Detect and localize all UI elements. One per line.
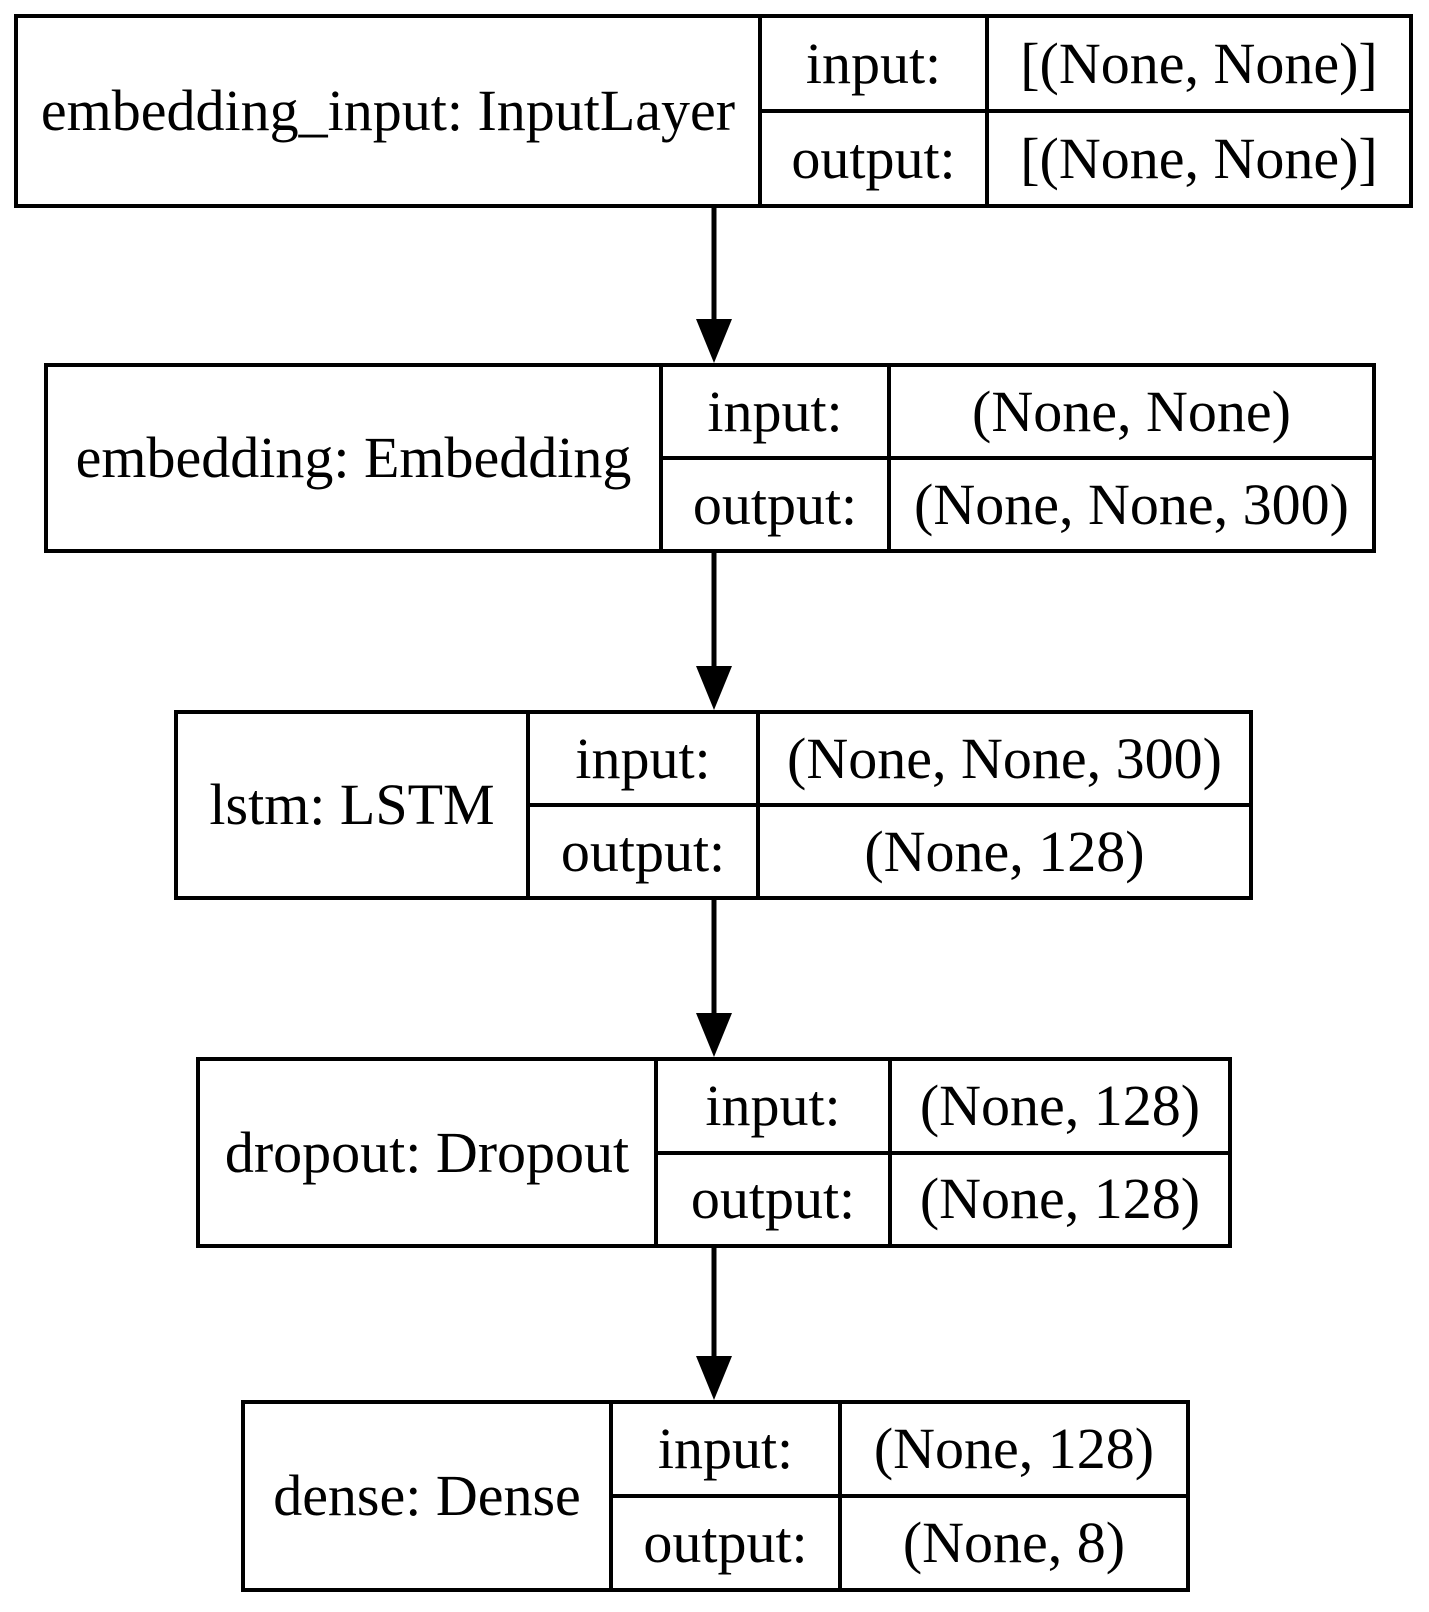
layer-name: embedding_input: InputLayer	[18, 18, 762, 204]
arrowhead-icon	[696, 1013, 732, 1057]
arrowhead-icon	[696, 1356, 732, 1400]
layer-node-dense: dense: Dense input: (None, 128) output: …	[241, 1400, 1190, 1592]
edge-arrow-lstm-to-dropout	[696, 900, 732, 1057]
input-row: input: (None, None, 300)	[530, 714, 1249, 803]
edge-arrow-embedding-to-lstm	[696, 553, 732, 710]
layer-name: lstm: LSTM	[178, 714, 530, 896]
output-row: output: (None, 8)	[613, 1494, 1186, 1588]
input-row: input: (None, 128)	[658, 1061, 1228, 1151]
input-shape: (None, None, 300)	[787, 725, 1222, 791]
layer-node-embedding-input: embedding_input: InputLayer input: [(Non…	[14, 14, 1413, 208]
layer-node-embedding: embedding: Embedding input: (None, None)…	[44, 363, 1376, 553]
io-table: input: (None, 128) output: (None, 8)	[613, 1404, 1186, 1588]
input-shape: (None, 128)	[919, 1072, 1201, 1138]
output-label: output:	[613, 1498, 842, 1588]
output-row: output: [(None, None)]	[762, 109, 1409, 204]
input-shape: (None, None)	[972, 378, 1291, 444]
input-label: input:	[762, 18, 989, 109]
input-shape: [(None, None)]	[1020, 30, 1378, 96]
input-row: input: (None, None)	[663, 367, 1372, 456]
output-shape: [(None, None)]	[1020, 125, 1378, 191]
output-row: output: (None, 128)	[530, 803, 1249, 896]
output-shape: (None, 8)	[902, 1510, 1126, 1575]
output-label: output:	[658, 1154, 892, 1244]
arrowhead-icon	[696, 319, 732, 363]
io-table: input: (None, 128) output: (None, 128)	[658, 1061, 1228, 1244]
input-label: input:	[658, 1061, 892, 1151]
input-shape: (None, 128)	[873, 1416, 1155, 1481]
output-shape: (None, 128)	[919, 1166, 1201, 1232]
layer-name: dense: Dense	[245, 1404, 613, 1588]
io-table: input: (None, None, 300) output: (None, …	[530, 714, 1249, 896]
input-label: input:	[530, 714, 760, 803]
input-row: input: (None, 128)	[613, 1404, 1186, 1494]
output-label: output:	[530, 807, 760, 896]
io-table: input: (None, None) output: (None, None,…	[663, 367, 1372, 549]
input-label: input:	[613, 1404, 842, 1494]
output-shape: (None, None, 300)	[914, 471, 1349, 537]
layer-node-dropout: dropout: Dropout input: (None, 128) outp…	[196, 1057, 1232, 1248]
output-label: output:	[762, 113, 989, 204]
input-label: input:	[663, 367, 891, 456]
output-row: output: (None, 128)	[658, 1150, 1228, 1244]
output-shape: (None, 128)	[864, 818, 1145, 884]
layer-name: embedding: Embedding	[48, 367, 663, 549]
io-table: input: [(None, None)] output: [(None, No…	[762, 18, 1409, 204]
layer-name: dropout: Dropout	[200, 1061, 658, 1244]
edge-arrow-input-to-embedding	[696, 208, 732, 363]
input-row: input: [(None, None)]	[762, 18, 1409, 109]
edge-arrow-dropout-to-dense	[696, 1248, 732, 1400]
output-label: output:	[663, 460, 891, 549]
output-row: output: (None, None, 300)	[663, 456, 1372, 549]
layer-node-lstm: lstm: LSTM input: (None, None, 300) outp…	[174, 710, 1253, 900]
arrowhead-icon	[696, 666, 732, 710]
